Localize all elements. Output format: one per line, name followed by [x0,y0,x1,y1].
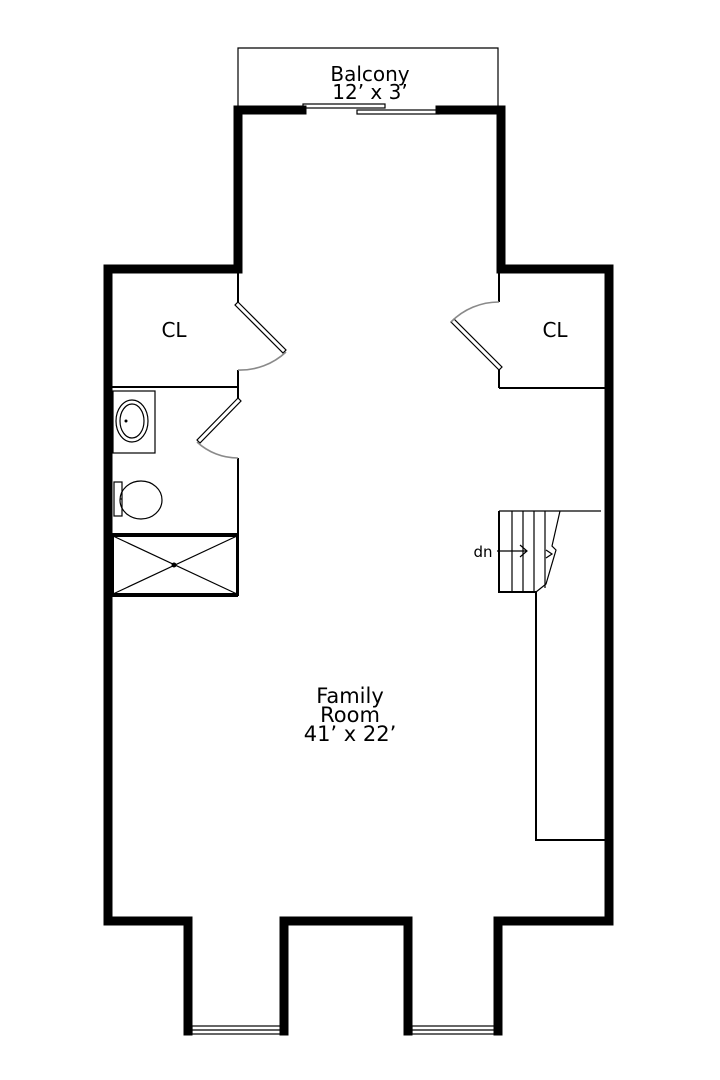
stairs-down-arrow [497,544,528,558]
closet-right-door[interactable] [450,301,503,371]
family-room-dimensions: 41’ x 22’ [304,722,397,746]
stairs-direction-label: dn [473,543,492,561]
bathroom-sink [112,390,156,454]
family-room-name-line2: Room [320,703,380,727]
closet-left-door[interactable] [234,301,287,371]
closet-left-label: CL [161,318,187,342]
closet-right-label: CL [542,318,568,342]
family-room-name-line1: Family [316,684,384,708]
bathroom-door[interactable] [196,397,242,459]
right-interior-walls [498,269,605,389]
balcony-sliding-door[interactable] [302,103,440,115]
shower [112,535,238,595]
balcony-name: Balcony [330,62,409,86]
bay-window-right [411,1025,497,1035]
toilet [113,480,163,520]
balcony [237,47,499,106]
bay-window-left [191,1025,283,1035]
balcony-dimensions: 12’ x 3’ [332,80,407,104]
stairs[interactable] [498,510,605,841]
exterior-walls [103,105,614,1036]
